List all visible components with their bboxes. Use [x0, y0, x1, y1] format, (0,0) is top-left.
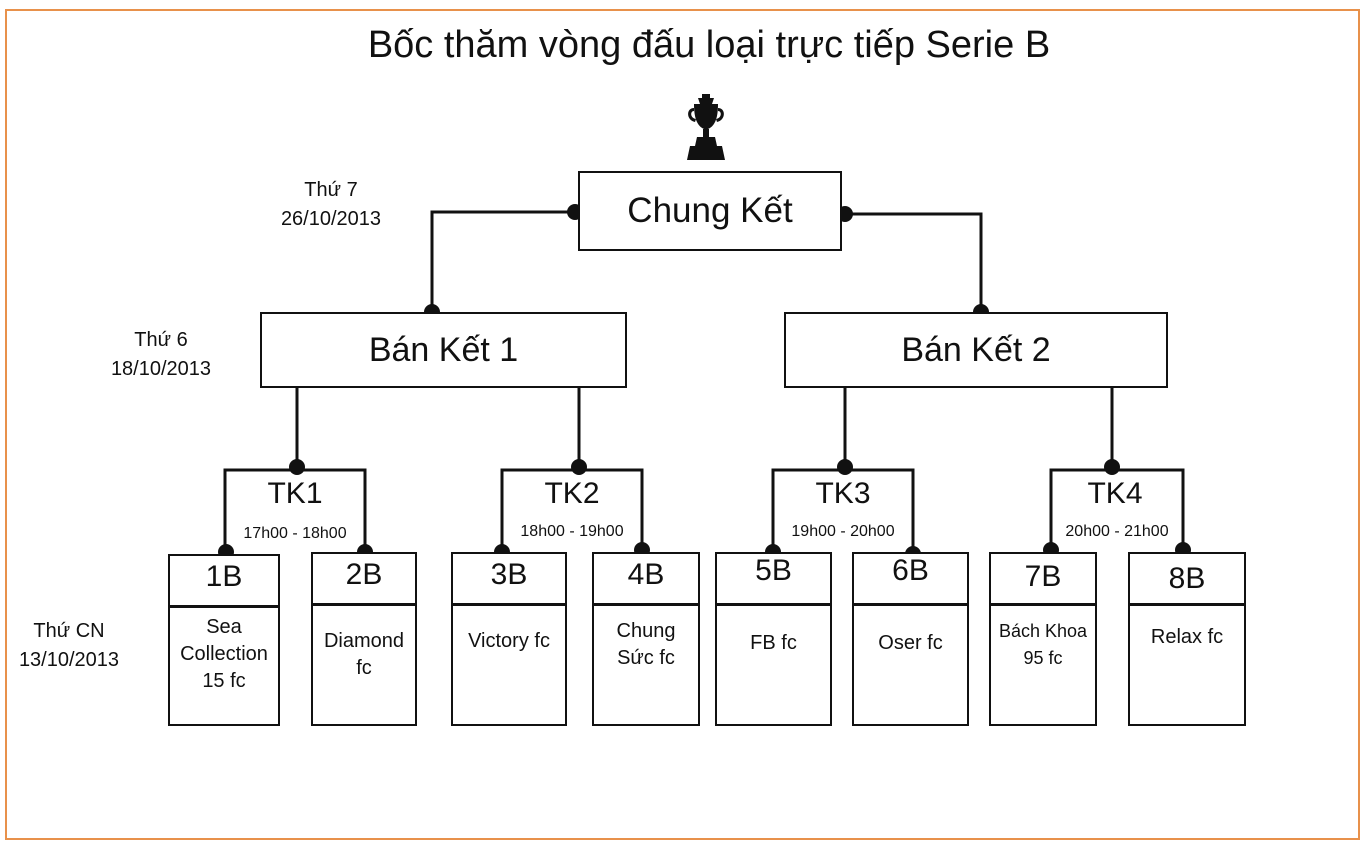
quarterfinal-label-tk4: TK4 [1087, 477, 1143, 510]
semifinal-2-box: Bán Kết 2 [784, 312, 1168, 388]
quarterfinal-time-tk3: 19h00 - 20h00 [791, 523, 895, 540]
trophy-icon [687, 94, 725, 160]
page-title: Bốc thăm vòng đấu loại trực tiếp Serie B [367, 24, 1051, 66]
team-code: 2B [345, 558, 383, 591]
team-box-5b: 5B FB fc [715, 552, 832, 726]
final-day: Thứ 7 [304, 179, 358, 201]
round1-day: Thứ CN [33, 620, 105, 642]
divider [592, 603, 700, 606]
semifinal-day: Thứ 6 [134, 329, 188, 351]
team-name: Chung Sức fc [616, 620, 676, 669]
team-code: 1B [205, 560, 243, 593]
final-box: Chung Kết [578, 171, 842, 251]
team-name: Oser fc [878, 632, 943, 654]
node-tk4 [1104, 459, 1120, 475]
node-tk3 [837, 459, 853, 475]
team-code: 8B [1168, 562, 1206, 595]
divider [451, 603, 567, 606]
team-code: 3B [490, 558, 528, 591]
quarterfinal-time-tk2: 18h00 - 19h00 [520, 523, 624, 540]
final-date-label: Thứ 7 26/10/2013 [266, 176, 396, 234]
quarterfinal-time-tk1: 17h00 - 18h00 [243, 525, 347, 542]
team-name: Diamond fc [323, 630, 405, 679]
team-code: 6B [892, 554, 929, 587]
divider [1128, 603, 1246, 606]
team-box-7b: 7B Bách Khoa 95 fc [989, 552, 1097, 726]
team-name: Sea Collection 15 fc [180, 616, 268, 692]
node-tk1 [289, 459, 305, 475]
divider [852, 603, 969, 606]
team-box-6b: 6B Oser fc [852, 552, 969, 726]
quarterfinal-label-tk2: TK2 [544, 477, 600, 510]
team-name: Bách Khoa 95 fc [998, 621, 1088, 668]
team-box-2b: 2B Diamond fc [311, 552, 417, 726]
quarterfinal-label-tk1: TK1 [267, 477, 323, 510]
semifinal-1-box: Bán Kết 1 [260, 312, 627, 388]
connector-final-semi1 [430, 210, 577, 312]
divider [311, 603, 417, 606]
node-tk2 [571, 459, 587, 475]
team-name: Victory fc [468, 630, 550, 652]
team-name: FB fc [750, 632, 797, 654]
team-box-3b: 3B Victory fc [451, 552, 567, 726]
team-code: 7B [1024, 560, 1062, 593]
divider [715, 603, 832, 606]
round1-date-label: Thứ CN 13/10/2013 [4, 617, 134, 675]
quarterfinal-label-tk3: TK3 [815, 477, 871, 510]
divider [989, 603, 1097, 606]
diagram-frame [5, 9, 1360, 840]
round1-date: 13/10/2013 [18, 649, 120, 671]
semifinal-date: 18/10/2013 [110, 358, 212, 380]
connector-final-semi2 [843, 212, 983, 312]
team-code: 5B [755, 554, 792, 587]
divider [168, 605, 280, 608]
team-box-4b: 4B Chung Sức fc [592, 552, 700, 726]
team-name: Relax fc [1150, 626, 1224, 648]
team-box-1b: 1B Sea Collection 15 fc [168, 554, 280, 726]
team-code: 4B [627, 558, 665, 591]
team-box-8b: 8B Relax fc [1128, 552, 1246, 726]
final-date: 26/10/2013 [280, 208, 382, 230]
quarterfinal-time-tk4: 20h00 - 21h00 [1065, 523, 1169, 540]
semifinal-date-label: Thứ 6 18/10/2013 [96, 326, 226, 384]
